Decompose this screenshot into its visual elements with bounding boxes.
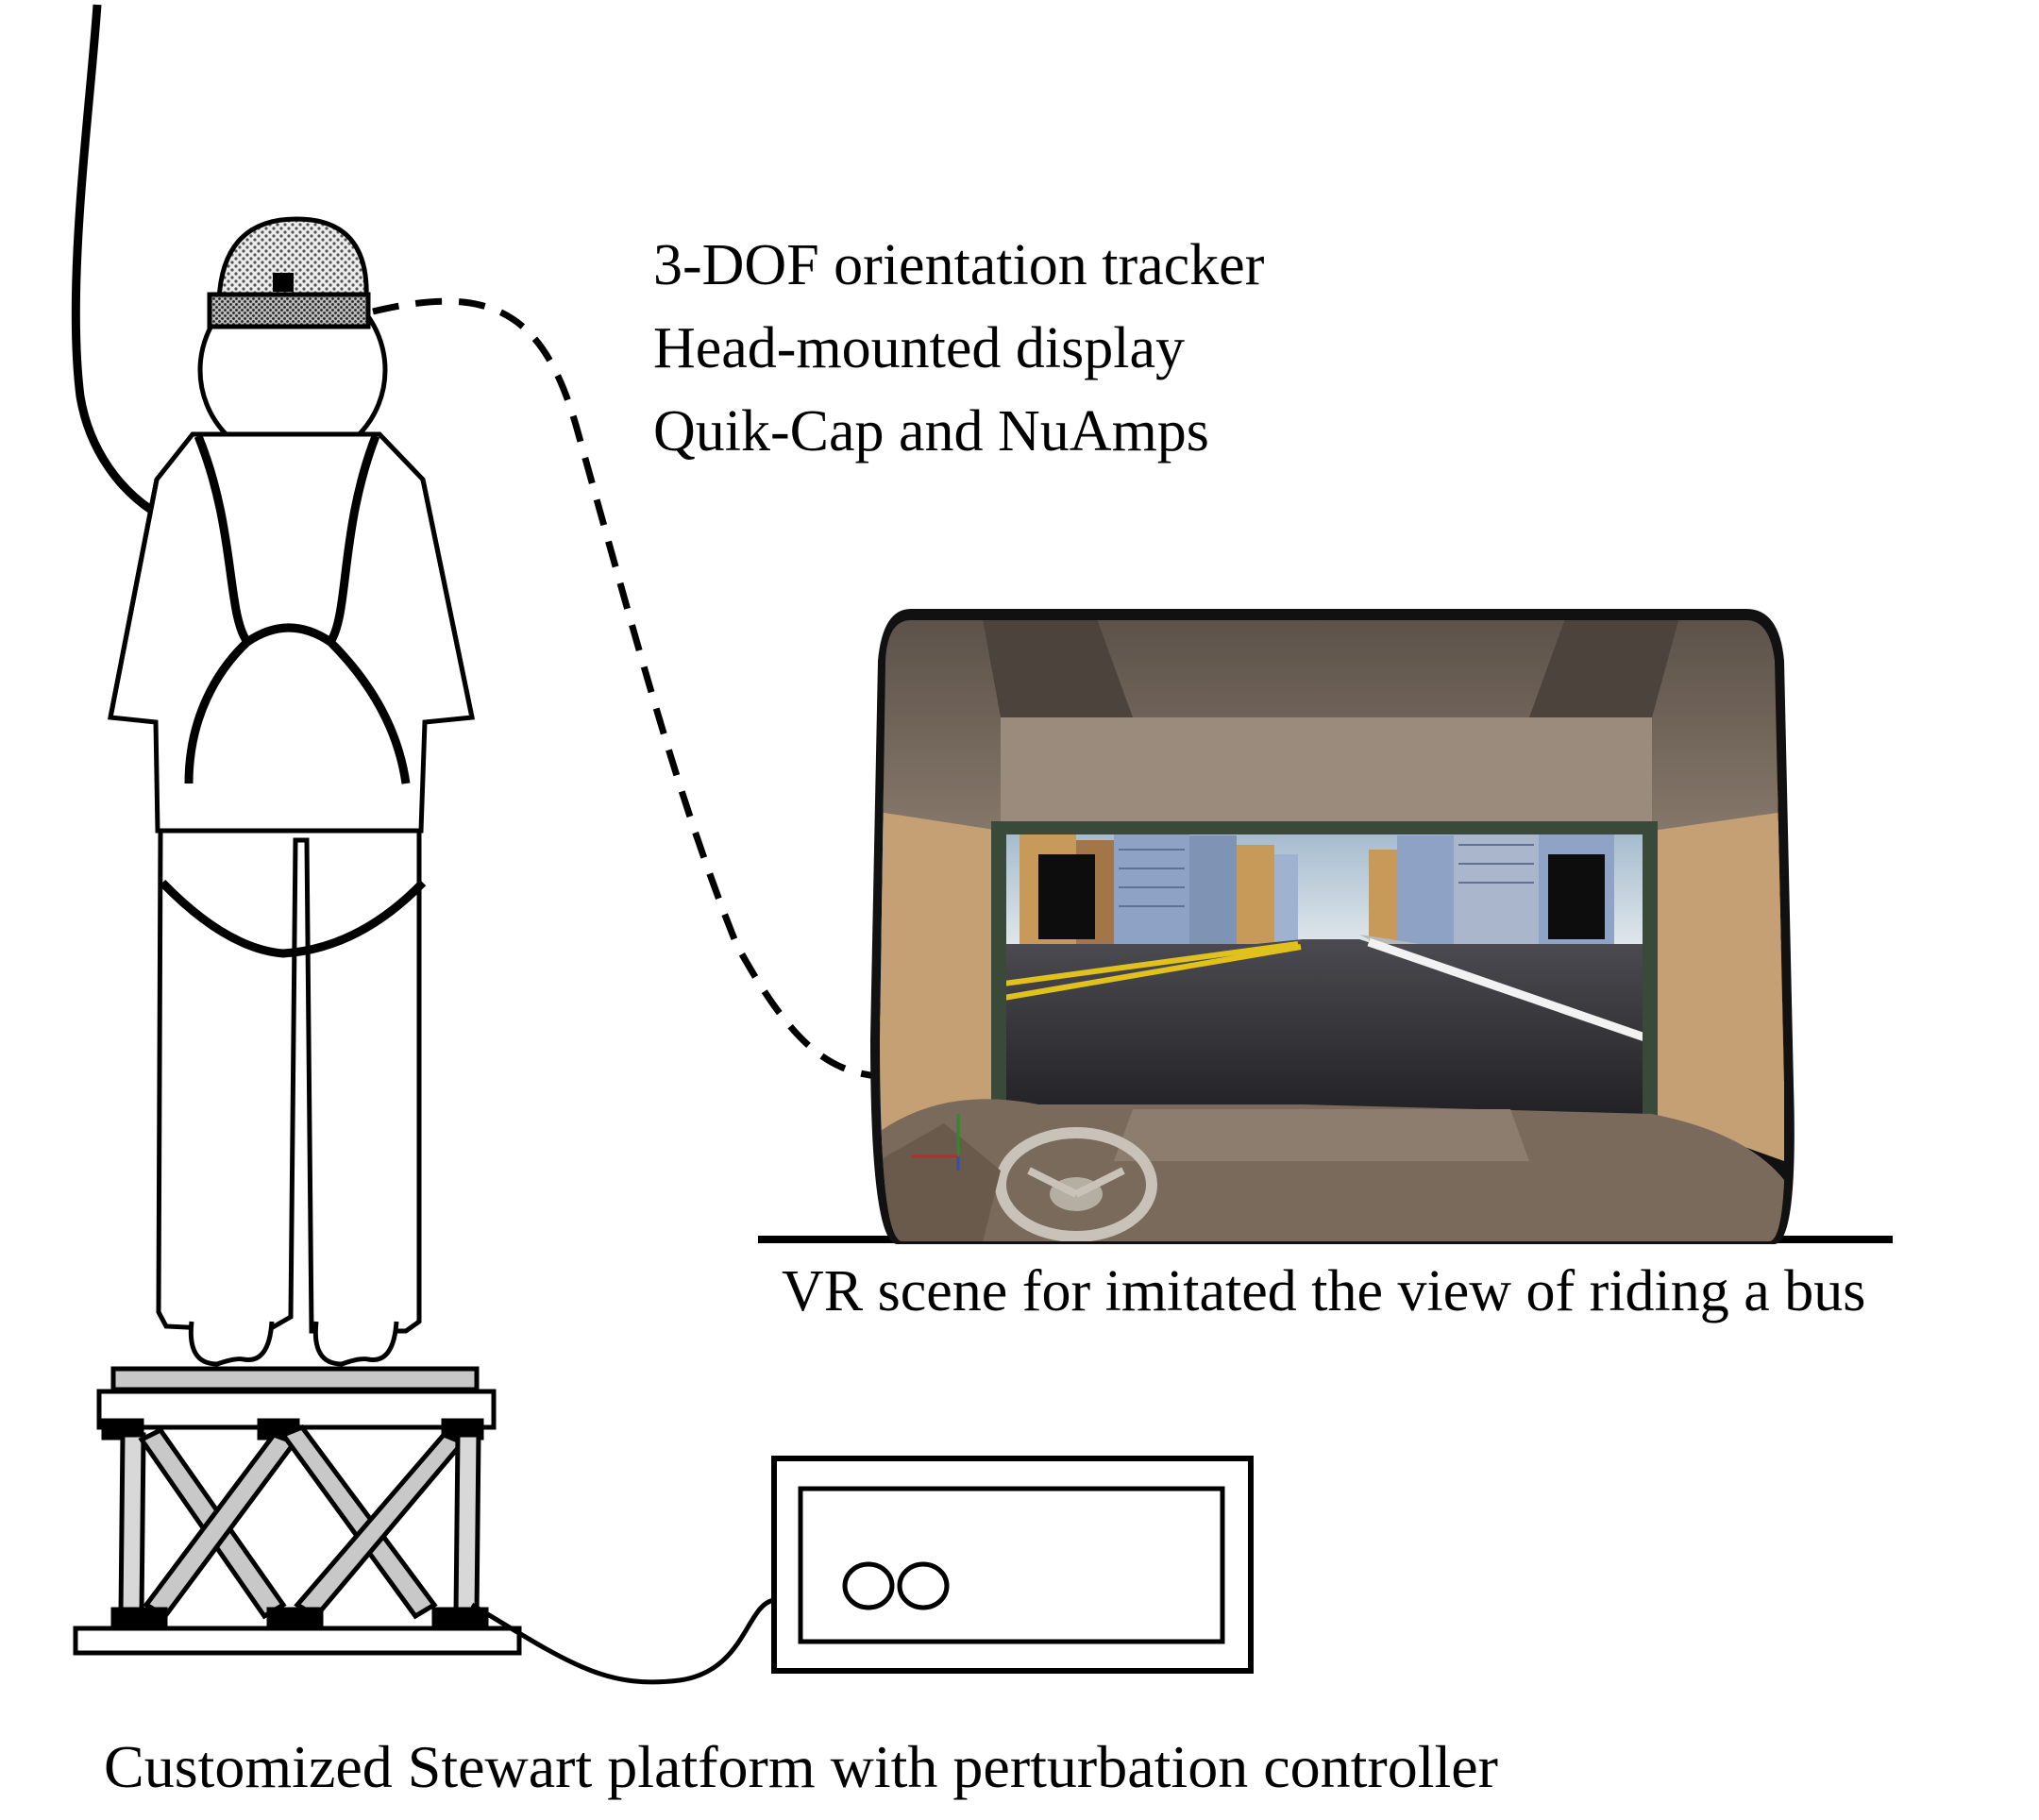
harness-chest [244, 623, 333, 646]
equipment-label-list: 3-DOF orientation tracker Head-mounted d… [653, 236, 1264, 485]
pants [156, 828, 422, 1334]
controller-knob-icon [897, 1561, 950, 1610]
actuator-leg [279, 1424, 438, 1620]
controller-knob-icon [842, 1561, 895, 1610]
torso [108, 431, 476, 834]
tracker-sensor-icon [273, 273, 294, 292]
tracker-label: 3-DOF orientation tracker [653, 233, 1265, 297]
actuator-leg [453, 1432, 481, 1617]
foot-right [312, 1321, 399, 1367]
perturbation-controller [771, 1456, 1254, 1674]
hmd-label: Head-mounted display [653, 316, 1186, 380]
arm-left [108, 479, 160, 718]
cap-label: Quik-Cap and NuAmps [653, 399, 1209, 463]
platform-top-plate [110, 1366, 480, 1392]
platform-base-plate [73, 1626, 522, 1656]
vr-scene-screen [758, 609, 1893, 1244]
harness-cable [71, 4, 154, 514]
hmd-cable-dashed [372, 297, 879, 1080]
platform-caption: Customized Stewart platform with perturb… [104, 1733, 1498, 1800]
person-figure [108, 216, 476, 1367]
vr-scene-caption: VR scene for imitated the view of riding… [782, 1259, 1866, 1323]
foot-left [188, 1321, 275, 1367]
arm-right [420, 479, 475, 718]
stewart-platform [73, 1366, 522, 1656]
controller-cable [470, 1597, 775, 1685]
harness-strap-left [184, 434, 253, 784]
hmd-band-icon [207, 292, 371, 329]
eeg-cap-icon [216, 216, 369, 303]
leg-strap [159, 879, 427, 958]
actuator-leg [118, 1432, 146, 1617]
steering-wheel-icon [995, 1127, 1157, 1241]
